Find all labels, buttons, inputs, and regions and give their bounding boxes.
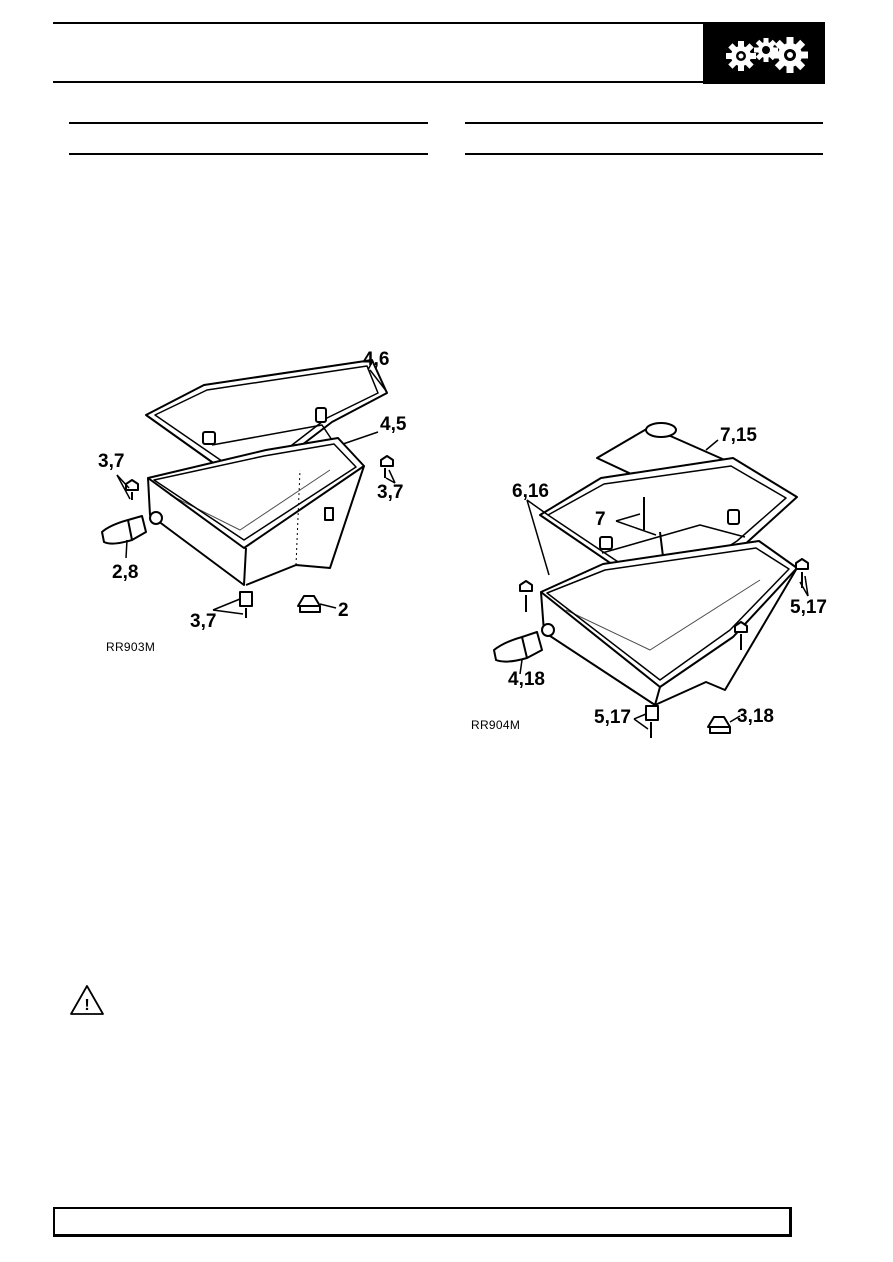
callout-left-bottom-screw: 3,7 (190, 611, 217, 632)
callout-right-bolts: 7 (595, 509, 606, 530)
header-bottom-rule (53, 81, 703, 83)
callout-left-gasket: 4,6 (363, 349, 390, 370)
callout-right-bottom-screw: 5,17 (594, 707, 631, 728)
callout-right-drain-plug: 3,18 (737, 706, 774, 727)
callout-right-connector: 4,18 (508, 669, 545, 690)
right-heading-rule-bottom (465, 153, 823, 155)
callout-left-connector: 2,8 (112, 562, 139, 583)
callout-left-pan: 4,5 (380, 414, 407, 435)
figure-ref-right: RR904M (471, 718, 521, 732)
left-heading-rule-top (69, 122, 428, 124)
gears-icon (703, 22, 825, 84)
left-heading-rule-bottom (69, 153, 428, 155)
callout-left-clip-right: 3,7 (377, 482, 404, 503)
footer-bar (53, 1207, 792, 1237)
header-top-rule (53, 22, 703, 24)
callout-right-clip: 5,17 (790, 597, 827, 618)
right-heading-rule-top (465, 122, 823, 124)
warning-triangle-icon: ! (70, 985, 104, 1015)
callout-left-clip-left: 3,7 (98, 451, 125, 472)
figure-ref-left: RR903M (106, 640, 156, 654)
callout-right-gasket: 6,16 (512, 481, 549, 502)
svg-text:!: ! (84, 997, 89, 1014)
callout-right-filter: 7,15 (720, 425, 757, 446)
callout-left-drain-plug: 2 (338, 600, 349, 621)
